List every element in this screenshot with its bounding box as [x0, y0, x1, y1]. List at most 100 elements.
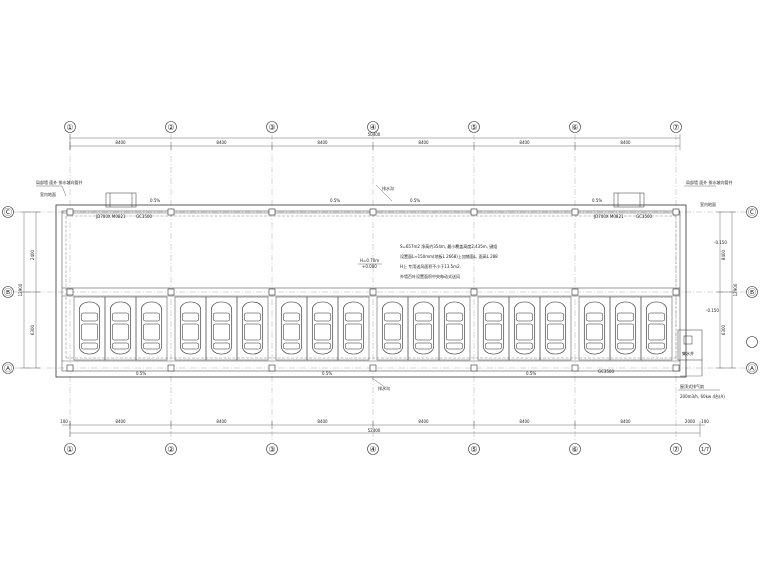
grid-bubble-bottom-label: ⑦ [672, 445, 679, 454]
note-line-4: 外墙百叶设置面积中央每动式送风 [400, 273, 460, 279]
grid-bubble-right-label: Ⓑ [748, 288, 756, 297]
car-icon [513, 301, 536, 355]
dim-bottom-bay: 8400 [216, 419, 227, 424]
grid-bubble-bottom-label: ⑤ [470, 445, 477, 454]
column-post [167, 288, 175, 296]
car-icon [583, 301, 606, 355]
grid-bubble-bottom-circle [64, 443, 76, 455]
grid-bubble-right-circle [746, 206, 758, 218]
grid-bubble-right-label: Ⓐ [748, 364, 756, 373]
parking-space [135, 296, 168, 361]
car-icon [381, 301, 404, 355]
extra-right-label: 1/7 [701, 447, 709, 453]
parking-space [539, 296, 572, 361]
parking-space [640, 296, 673, 361]
grid-bubble-bottom-circle [266, 443, 278, 455]
drain-top: 排水沟 [382, 185, 394, 191]
dim-bottom-bay: 8400 [317, 419, 328, 424]
gate-bottom-right: GC3500 [598, 369, 615, 374]
parking-space [407, 296, 440, 361]
dim-bottom-total: 52400 [368, 428, 381, 433]
grid-bubble-bottom-label: ② [167, 445, 174, 454]
parking-space [275, 296, 308, 361]
parking-space [104, 296, 137, 361]
note-line-2: 设置面L≈150mm(地板L 2668)上加铺面L, 面高L 288 [400, 253, 498, 259]
grid-bubbles-right: Ⓒ Ⓑ Ⓐ [746, 206, 758, 374]
parking-space [609, 296, 642, 361]
car-icon [443, 301, 466, 355]
car-icon [109, 301, 132, 355]
grid-bubble-left-circle [2, 206, 14, 218]
grid-bubble-top-circle [569, 121, 581, 133]
grid-lines [14, 134, 748, 440]
column-post [571, 364, 579, 372]
car-icon [645, 301, 668, 355]
dim-bottom-bay: 8400 [620, 419, 631, 424]
grid-bubble-right-label: Ⓒ [748, 208, 756, 217]
grid-bubble-top-circle [468, 121, 480, 133]
grid-bubble-top-circle [266, 121, 278, 133]
grid-bubble-left-circle [2, 286, 14, 298]
parking-space [376, 296, 409, 361]
parking-space [236, 296, 269, 361]
dim-right-upper: 8400 [721, 249, 726, 260]
parking-space [578, 296, 611, 361]
grid-bubble-right-circle [746, 286, 758, 298]
dim-left-upper: 2400 [30, 249, 35, 260]
drain-bottom: 排水沟 [378, 385, 390, 391]
dimension-left [20, 211, 40, 369]
corner-note-left: 局部墙 面外 排水坡向管井 [36, 179, 83, 185]
room-tag: 集水井 [682, 350, 694, 356]
gate-top-left: GC3500 [136, 214, 153, 219]
grid-bubble-top-label: ⑥ [571, 123, 578, 132]
car-icon [280, 301, 303, 355]
grid-bubble-top-label: ① [66, 123, 73, 132]
car-icon [614, 301, 637, 355]
parking-space [477, 296, 510, 361]
grid-bubble-top-circle [367, 121, 379, 133]
car-icon [311, 301, 334, 355]
dim-top-bay: 8400 [418, 140, 429, 145]
column-post [66, 364, 74, 372]
parking-space [174, 296, 207, 361]
dim-top-bay: 8400 [216, 140, 227, 145]
column-post [672, 364, 680, 372]
pump-room [677, 329, 703, 376]
dim-right-lower: 6300 [721, 324, 726, 335]
grid-bubble-extra [699, 443, 711, 455]
grid-bubble-bottom-circle [367, 443, 379, 455]
grid-bubble-top-label: ③ [268, 123, 275, 132]
column-post [167, 208, 175, 216]
car-icon [78, 301, 101, 355]
grid-bubbles-left: ⒸⒷⒶ [2, 206, 14, 374]
column-post [369, 288, 377, 296]
grid-bubble-top-circle [670, 121, 682, 133]
grid-bubble-left-label: Ⓑ [4, 288, 12, 297]
car-icon [544, 301, 567, 355]
column-post [470, 288, 478, 296]
grid-bubble-bottom-label: ④ [369, 445, 376, 454]
column-post [369, 364, 377, 372]
grid-bubble-bottom-label: ③ [268, 445, 275, 454]
parking-space [205, 296, 238, 361]
slope-bottom-left: 0.5% [136, 371, 146, 376]
dim-top-total: 50400 [368, 132, 381, 137]
dim-left-lower: 6300 [30, 324, 35, 335]
drain-trench [65, 215, 677, 359]
grid-bubble-left-label: Ⓐ [4, 364, 12, 373]
elev-right-1: -0.150 [714, 240, 727, 245]
door-right: JD700X M0821 [593, 214, 624, 219]
note-line-3: H上 专用送风面积不小于13.5m2. [400, 263, 461, 269]
entrance-left [105, 192, 137, 208]
dimension-bottom [62, 421, 705, 437]
column-post [571, 288, 579, 296]
note-line-1: S=657m2 净高约354m, 最小覆盖高度2.435m, 键组 [400, 243, 497, 249]
grid-bubble-top-label: ⑤ [470, 123, 477, 132]
column-posts [66, 208, 680, 372]
slope-top-mid2: 0.5% [410, 198, 420, 203]
exhaust-title: 屋顶式排气扇 [680, 383, 704, 389]
dim-left-total: 12900 [18, 283, 23, 296]
